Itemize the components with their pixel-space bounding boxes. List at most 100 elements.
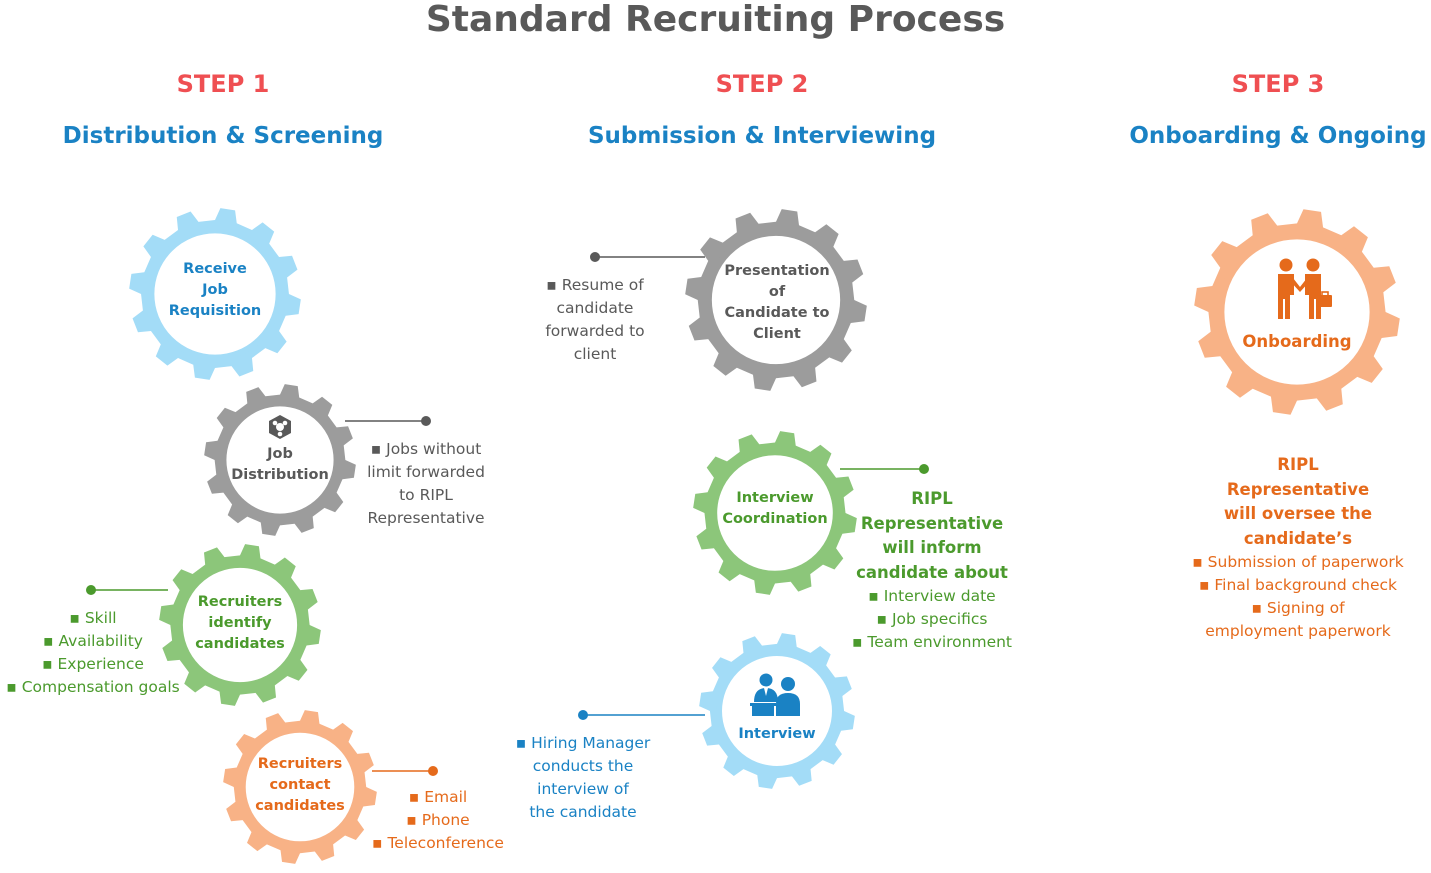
gear-label-interview: Interview: [712, 724, 842, 745]
note-heading-line: candidate about: [856, 562, 1008, 582]
note-heading-line: RIPL: [911, 489, 953, 508]
note-heading-line: candidate’s: [1243, 528, 1353, 548]
gear-label-contact: Recruiters contact candidates: [235, 754, 365, 817]
gear-contact: [223, 710, 377, 864]
step-2-label: STEP 2: [715, 70, 809, 98]
note-line: ▪ Availability: [43, 632, 143, 650]
gear-label-line: Job: [202, 282, 228, 298]
gear-label-receive: Receive Job Requisition: [145, 259, 285, 322]
gear-label-line: Job: [267, 446, 293, 462]
gear-coordination: [693, 431, 857, 595]
gear-label-line: Distribution: [231, 467, 329, 483]
note-line: ▪ Jobs without: [370, 440, 482, 458]
note-line: ▪ Phone: [406, 811, 470, 829]
note-line: ▪ Final background check: [1198, 576, 1398, 594]
gear-label-line: Client: [753, 326, 801, 342]
gear-center: [711, 449, 839, 577]
gear-center: [177, 562, 303, 688]
note-line: limit forwarded: [367, 463, 485, 481]
connector-dot-identify: [86, 585, 96, 595]
connector-dot-presentation: [590, 252, 600, 262]
step-1-label: STEP 1: [176, 70, 270, 98]
gear-label-line: Requisition: [168, 303, 262, 319]
connector-dot-distribution: [421, 416, 431, 426]
connector-dot-contact: [428, 766, 438, 776]
note-heading-line: will inform: [882, 538, 982, 557]
gear-label-onboarding: Onboarding: [1222, 331, 1372, 352]
gear-identify: [159, 544, 321, 706]
note-line: client: [573, 345, 617, 363]
note-line: ▪ Interview date: [868, 587, 996, 605]
note-line: ▪ Signing of: [1251, 599, 1345, 617]
note-line: ▪ Team environment: [851, 633, 1013, 651]
note-line: employment paperwork: [1205, 622, 1391, 640]
note-line: ▪ Experience: [42, 655, 144, 673]
note-line: ▪ Job specifics: [876, 610, 988, 628]
connector-dot-interview: [578, 710, 588, 720]
note-heading-line: Representative: [1226, 479, 1370, 499]
note-line: candidate: [556, 299, 634, 317]
gear-center: [148, 227, 282, 361]
gear-label-line: Recruiters: [257, 756, 343, 772]
note-presentation: ▪ Resume of candidate forwarded to clien…: [525, 274, 665, 366]
gear-label-line: Recruiters: [197, 594, 283, 610]
gear-label-line: Interview: [736, 490, 814, 506]
note-heading-line: RIPL: [1277, 455, 1319, 474]
gears-layer: [129, 208, 1400, 864]
note-contact: ▪ Email ▪ Phone ▪ Teleconference: [358, 786, 518, 855]
distribution-icon: [269, 415, 291, 439]
gear-label-identify: Recruiters identify candidates: [175, 592, 305, 655]
gear-label-line: Onboarding: [1242, 332, 1352, 351]
gear-label-line: candidates: [195, 636, 285, 652]
step-2-heading: Submission & Interviewing: [587, 123, 937, 149]
handshake-icon: [1278, 258, 1332, 319]
note-coordination: RIPL Representative will inform candidat…: [842, 487, 1022, 654]
gear-label-line: candidates: [255, 798, 345, 814]
note-line: ▪ Compensation goals: [6, 678, 180, 696]
gear-label-line: Interview: [738, 726, 816, 742]
note-onboarding: RIPL Representative will oversee the can…: [1183, 453, 1413, 643]
gear-label-presentation: Presentation of Candidate to Client: [702, 261, 852, 345]
note-line: Representative: [367, 509, 485, 527]
note-identify: ▪ Skill ▪ Availability ▪ Experience ▪ Co…: [0, 607, 186, 699]
note-line: ▪ Hiring Manager: [515, 734, 651, 752]
step-3-label: STEP 3: [1231, 70, 1325, 98]
note-line: conducts the: [532, 757, 634, 775]
gear-label-line: Presentation: [724, 263, 830, 279]
gear-receive: [129, 208, 301, 380]
step-3-heading: Onboarding & Ongoing: [1129, 123, 1427, 149]
gear-center: [705, 229, 847, 371]
note-line: ▪ Teleconference: [372, 834, 504, 852]
page-title: Standard Recruiting Process: [425, 0, 1006, 40]
connector-dot-coordination: [919, 464, 929, 474]
gear-label-line: Candidate to: [724, 305, 830, 321]
gear-center: [1217, 232, 1377, 392]
note-line: the candidate: [529, 803, 637, 821]
note-line: forwarded to: [545, 322, 645, 340]
note-line: interview of: [537, 780, 629, 798]
note-line: ▪ Resume of: [546, 276, 644, 294]
note-line: ▪ Submission of paperwork: [1192, 553, 1404, 571]
gear-presentation: [685, 209, 867, 391]
gear-center: [221, 401, 339, 519]
note-line: ▪ Email: [408, 788, 468, 806]
interview-people-icon: [750, 673, 800, 716]
note-line: ▪ Skill: [69, 609, 117, 627]
note-line: to RIPL: [399, 486, 453, 504]
gear-onboarding: [1194, 209, 1400, 415]
note-heading-line: will oversee the: [1223, 504, 1373, 523]
gear-distribution: [204, 384, 356, 536]
gear-label-distribution: Job Distribution: [215, 444, 345, 486]
gear-label-line: identify: [208, 615, 272, 631]
step-1-heading: Distribution & Screening: [62, 123, 384, 149]
gear-label-line: Receive: [183, 261, 247, 277]
gear-label-line: contact: [269, 777, 331, 793]
gear-label-line: Coordination: [722, 511, 828, 527]
gear-center: [240, 727, 360, 847]
gear-label-line: of: [768, 284, 786, 300]
gear-label-coordination: Interview Coordination: [705, 488, 845, 530]
note-interview: ▪ Hiring Manager conducts the interview …: [502, 732, 664, 824]
connectors: [86, 252, 929, 776]
note-distribution: ▪ Jobs without limit forwarded to RIPL R…: [346, 438, 506, 530]
